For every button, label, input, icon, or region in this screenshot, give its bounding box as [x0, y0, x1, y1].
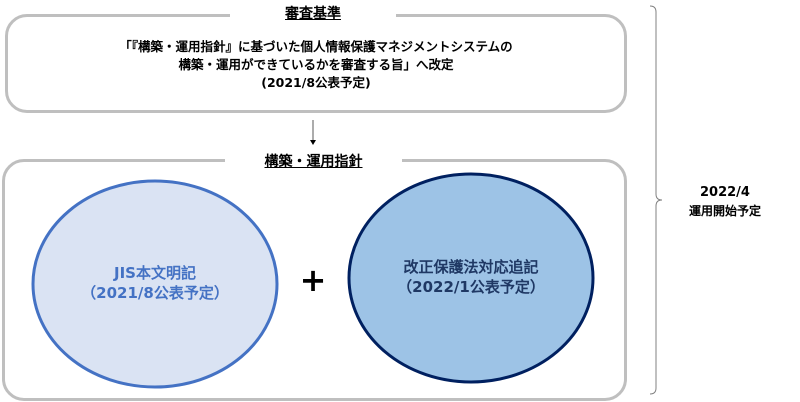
audit-text-line3: (2021/8公表予定) — [261, 75, 371, 90]
audit-text-line2: 構築・運用ができているかを審査する旨」へ改定 — [178, 57, 454, 72]
plus-sign: + — [299, 261, 327, 299]
audit-text-line1: 「『構築・運用指針』に基づいた個人情報保護マネジメントシステムの — [119, 39, 513, 54]
jis-line1: JIS本文明記 — [114, 264, 196, 282]
jis-ellipse — [31, 179, 279, 389]
audit-criteria-title: 審査基準 — [230, 3, 396, 23]
schedule-line1: 2022/4 — [700, 185, 750, 200]
law-ellipse — [347, 172, 595, 384]
law-line2: （2022/1公表予定） — [397, 278, 545, 296]
jis-line2: （2021/8公表予定） — [81, 284, 229, 302]
arrow-head — [310, 140, 316, 145]
guideline-title: 構築・運用指針 — [225, 151, 402, 171]
law-line1: 改正保護法対応追記 — [403, 258, 539, 276]
schedule-line2: 運用開始予定 — [688, 204, 761, 218]
right-brace — [649, 5, 663, 395]
